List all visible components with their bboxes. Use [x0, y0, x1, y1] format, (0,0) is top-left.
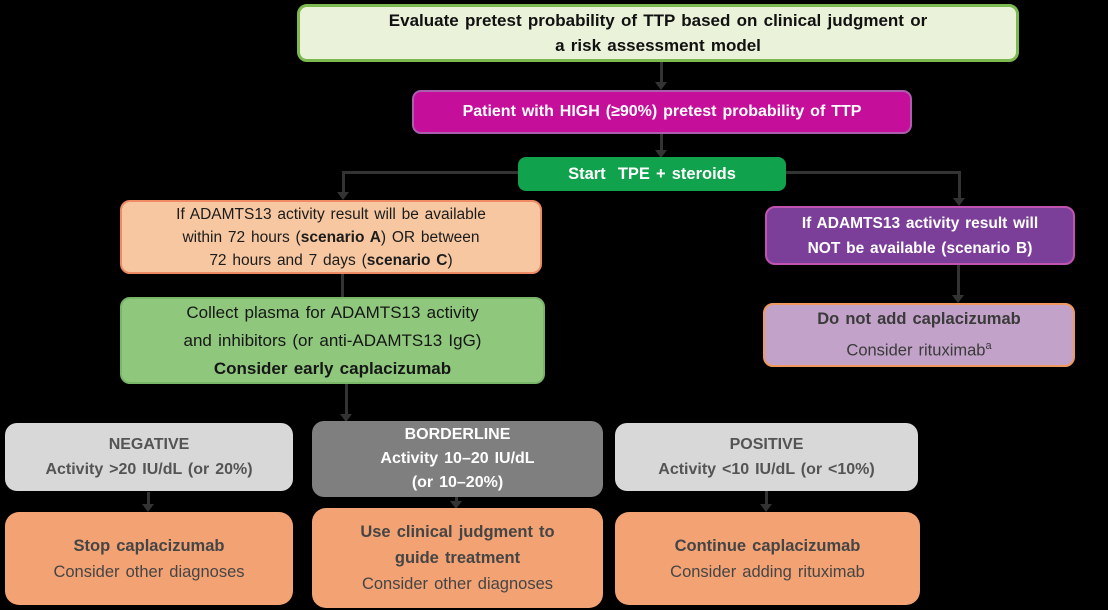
continue-caplacizumab-box: Continue caplacizumab Consider adding ri…: [615, 512, 920, 605]
collect-line3: Consider early caplacizumab: [213, 358, 452, 378]
arrowhead-tpe: [655, 150, 667, 158]
connector-positive-to-continue: [765, 491, 768, 505]
arrowhead-scenario-b: [953, 198, 965, 206]
scenario-b-line1: If ADAMTS13 activity result will: [801, 214, 1039, 232]
connector-ac-to-collect: [341, 273, 344, 297]
start-tpe-box: Start TPE + steroids: [518, 157, 786, 191]
arrowhead-scenario-ac: [337, 192, 349, 200]
arrowhead-stop: [142, 504, 154, 512]
scenario-b-box: If ADAMTS13 activity result will NOT be …: [765, 206, 1075, 265]
collect-line2: and inhibitors (or anti-ADAMTS13 IgG): [183, 330, 482, 350]
arrowhead-continue: [760, 504, 772, 512]
arrowhead-borderline: [340, 414, 352, 422]
no-capla-line1: Do not add caplacizumab: [817, 309, 1021, 328]
continue-line2: Consider adding rituximab: [670, 562, 865, 581]
positive-line2: Activity <10 IU/dL (or <10%): [658, 461, 875, 478]
scenario-ac-box: If ADAMTS13 activity result will be avai…: [120, 200, 542, 274]
start-tpe-label: Start TPE + steroids: [568, 164, 736, 183]
collect-line1: Collect plasma for ADAMTS13 activity: [186, 302, 479, 322]
positive-result-box: POSITIVE Activity <10 IU/dL (or <10%): [615, 423, 918, 491]
positive-title: POSITIVE: [729, 436, 804, 453]
judgment-line2: guide treatment: [394, 549, 521, 567]
negative-result-box: NEGATIVE Activity >20 IU/dL (or 20%): [5, 423, 293, 491]
high-probability-box: Patient with HIGH (≥90%) pretest probabi…: [412, 90, 912, 134]
no-capla-line2: Consider rituximaba: [846, 339, 992, 360]
stop-line2: Consider other diagnoses: [53, 562, 245, 581]
continue-line1: Continue caplacizumab: [674, 536, 861, 555]
judgment-line1: Use clinical judgment to: [360, 523, 555, 541]
connector-collect-to-results: [345, 384, 348, 415]
negative-title: NEGATIVE: [108, 436, 190, 453]
stop-caplacizumab-box: Stop caplacizumab Consider other diagnos…: [5, 512, 293, 605]
clinical-judgment-box: Use clinical judgment to guide treatment…: [312, 508, 603, 608]
evaluate-pretest-box: Evaluate pretest probability of TTP base…: [297, 4, 1019, 62]
borderline-line3: (or 10–20%): [411, 474, 504, 491]
scenario-ac-line3: 72 hours and 7 days (scenario C): [209, 251, 453, 269]
connector-evaluate-to-high: [660, 62, 663, 83]
connector-left-drop: [342, 171, 345, 193]
connector-tpe-branch-right: [785, 171, 960, 174]
scenario-ac-line1: If ADAMTS13 activity result will be avai…: [176, 205, 486, 223]
arrowhead-nocapla: [952, 295, 964, 303]
connector-b-to-nocapla: [957, 265, 960, 296]
stop-line1: Stop caplacizumab: [73, 536, 225, 555]
high-probability-label: Patient with HIGH (≥90%) pretest probabi…: [462, 103, 862, 120]
connector-tpe-branch-left: [342, 171, 519, 174]
connector-borderline-to-judgment: [455, 497, 458, 503]
footnote-marker: a: [985, 339, 992, 352]
evaluate-line1: Evaluate pretest probability of TTP base…: [388, 11, 928, 30]
arrowhead-judgment: [450, 501, 462, 509]
evaluate-line2: a risk assessment model: [555, 36, 761, 55]
borderline-title: BORDERLINE: [404, 426, 511, 443]
judgment-line3: Consider other diagnoses: [361, 575, 554, 593]
borderline-result-box: BORDERLINE Activity 10–20 IU/dL (or 10–2…: [312, 421, 603, 497]
no-caplacizumab-box: Do not add caplacizumab Consider rituxim…: [763, 303, 1075, 367]
scenario-b-line2: NOT be available (scenario B): [807, 239, 1033, 257]
connector-right-drop: [958, 171, 961, 199]
connector-high-to-tpe: [660, 133, 663, 151]
arrowhead-high: [655, 82, 667, 90]
collect-plasma-box: Collect plasma for ADAMTS13 activity and…: [120, 297, 545, 384]
connector-negative-to-stop: [147, 492, 150, 505]
negative-line2: Activity >20 IU/dL (or 20%): [45, 461, 253, 478]
borderline-line2: Activity 10–20 IU/dL: [380, 450, 535, 467]
scenario-ac-line2: within 72 hours (scenario A) OR between: [182, 228, 480, 246]
